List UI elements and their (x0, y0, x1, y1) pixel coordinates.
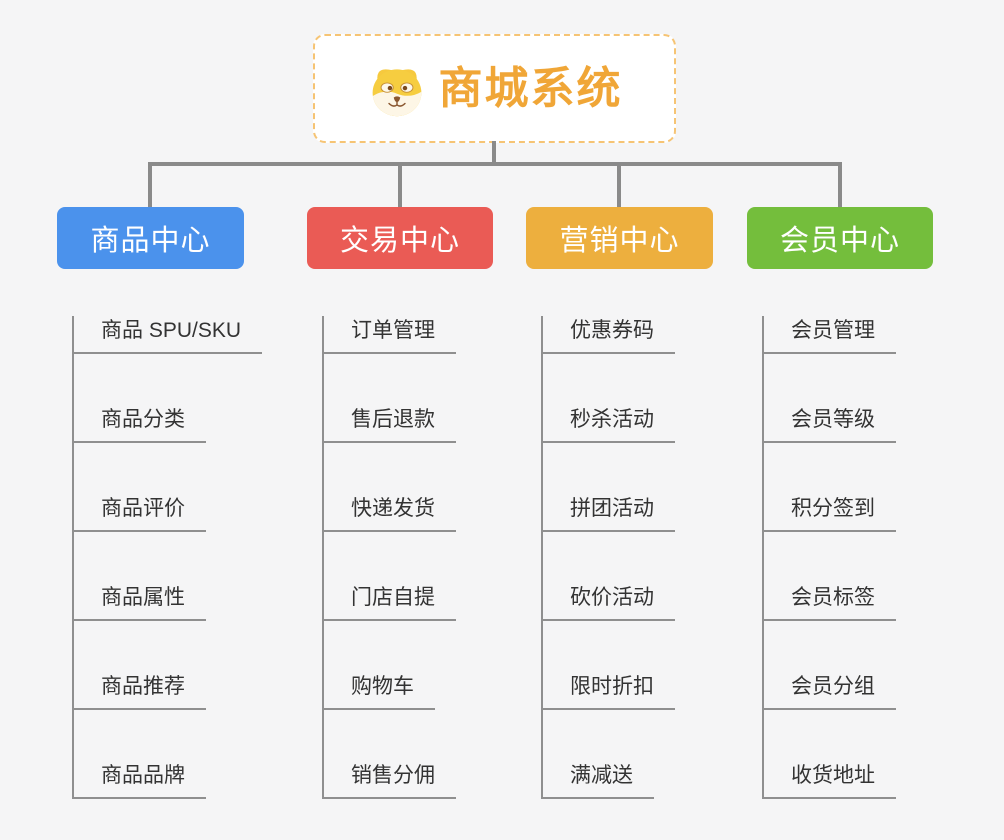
branch-item[interactable]: 砍价活动 (543, 583, 675, 621)
branch-item[interactable]: 满减送 (543, 761, 654, 799)
root-node[interactable]: 商城系统 (313, 34, 676, 143)
branch-item[interactable]: 商品推荐 (74, 672, 206, 710)
branch-item[interactable]: 购物车 (324, 672, 435, 710)
branch-item[interactable]: 订单管理 (324, 316, 456, 354)
branch-item[interactable]: 秒杀活动 (543, 405, 675, 443)
branch-item[interactable]: 销售分佣 (324, 761, 456, 799)
dog-mouth (387, 102, 406, 107)
branch-item[interactable]: 售后退款 (324, 405, 456, 443)
branch-item[interactable]: 商品属性 (74, 583, 206, 621)
connector-bus (148, 162, 842, 166)
branch-item[interactable]: 拼团活动 (543, 494, 675, 532)
branch-item[interactable]: 限时折扣 (543, 672, 675, 710)
branch: 营销中心 优惠券码 秒杀活动 拼团活动 砍价活动 限时折扣 满减送 (526, 207, 713, 799)
branch: 商品中心 商品 SPU/SKU 商品分类 商品评价 商品属性 商品推荐 商品品牌 (57, 207, 263, 799)
branch-header[interactable]: 交易中心 (307, 207, 493, 269)
branch-item[interactable]: 收货地址 (764, 761, 896, 799)
branch-items: 优惠券码 秒杀活动 拼团活动 砍价活动 限时折扣 满减送 (541, 316, 675, 799)
branch-item[interactable]: 商品分类 (74, 405, 206, 443)
connector-drop (148, 164, 152, 207)
branch-label: 营销中心 (559, 225, 680, 257)
branch-items: 订单管理 售后退款 快递发货 门店自提 购物车 销售分佣 (322, 316, 456, 799)
dog-face-icon (372, 68, 421, 116)
branch-item[interactable]: 积分签到 (764, 494, 896, 532)
branch-label: 交易中心 (339, 225, 460, 257)
branch-item[interactable]: 会员分组 (764, 672, 896, 710)
connector-drop (398, 164, 402, 207)
dog-nose (393, 95, 400, 102)
connector-drop (617, 164, 621, 207)
branch-label: 会员中心 (779, 225, 900, 257)
branch-item[interactable]: 会员等级 (764, 405, 896, 443)
branch-item[interactable]: 会员管理 (764, 316, 896, 354)
branch-header[interactable]: 会员中心 (747, 207, 933, 269)
connector-root-stem (492, 141, 496, 164)
branch-item[interactable]: 会员标签 (764, 583, 896, 621)
branch-label: 商品中心 (90, 225, 211, 257)
branch-item[interactable]: 商品评价 (74, 494, 206, 532)
branch: 会员中心 会员管理 会员等级 积分签到 会员标签 会员分组 收货地址 (747, 207, 933, 799)
branch-items: 商品 SPU/SKU 商品分类 商品评价 商品属性 商品推荐 商品品牌 (72, 316, 263, 799)
branch-item[interactable]: 商品 SPU/SKU (74, 316, 263, 354)
connector-drop (838, 164, 842, 207)
dog-left-pupil (387, 85, 392, 90)
branch-item[interactable]: 快递发货 (324, 494, 456, 532)
branch-item[interactable]: 优惠券码 (543, 316, 675, 354)
branch-header[interactable]: 营销中心 (526, 207, 713, 269)
branch: 交易中心 订单管理 售后退款 快递发货 门店自提 购物车 销售分佣 (307, 207, 493, 799)
branch-header[interactable]: 商品中心 (57, 207, 244, 269)
root-title: 商城系统 (438, 63, 623, 113)
dog-right-pupil (402, 85, 407, 90)
branch-item[interactable]: 门店自提 (324, 583, 456, 621)
branch-item[interactable]: 商品品牌 (74, 761, 206, 799)
branch-items: 会员管理 会员等级 积分签到 会员标签 会员分组 收货地址 (762, 316, 896, 799)
